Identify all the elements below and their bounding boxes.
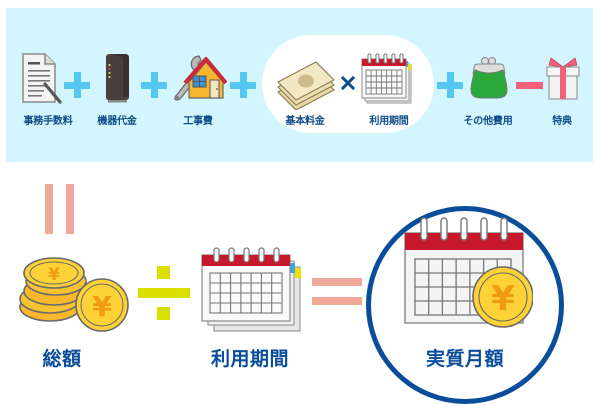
plus-operator xyxy=(141,72,167,98)
item-label-usage-period: 利用期間 xyxy=(369,116,409,127)
item-label-construction-fee: 工事費 xyxy=(183,116,213,127)
item-label-office-fee: 事務手数料 xyxy=(23,116,73,127)
item-label-device-cost: 機器代金 xyxy=(97,116,137,127)
equals-vertical-operator xyxy=(66,184,74,234)
coin-purse-icon xyxy=(467,56,511,100)
item-label-usage-period-bottom: 利用期間 xyxy=(210,348,290,370)
plus-operator xyxy=(230,72,256,98)
svg-text:¥: ¥ xyxy=(491,279,515,319)
svg-text:¥: ¥ xyxy=(92,290,112,323)
item-label-basic-fee: 基本料金 xyxy=(285,116,325,127)
svg-text:¥: ¥ xyxy=(48,265,60,285)
banknotes-icon xyxy=(276,58,336,110)
divide-operator xyxy=(157,307,170,320)
calendar-icon xyxy=(361,53,417,105)
equals-operator xyxy=(312,297,362,305)
item-label-total: 総額 xyxy=(42,348,82,370)
document-icon xyxy=(21,52,63,104)
gift-icon xyxy=(545,55,581,101)
plus-operator xyxy=(437,72,463,98)
yen-coins-icon: ¥ ¥ xyxy=(16,255,130,335)
divide-operator xyxy=(157,266,170,279)
house-wrench-icon xyxy=(171,52,227,102)
item-label-other-costs: その他費用 xyxy=(463,116,513,127)
minus-operator xyxy=(516,82,543,89)
item-label-effective-monthly: 実質月額 xyxy=(425,348,505,370)
calendar-icon xyxy=(200,247,304,333)
calendar-yen-icon: ¥ xyxy=(403,217,533,329)
equals-operator xyxy=(312,278,362,286)
times-operator xyxy=(341,76,355,90)
item-label-benefits: 特典 xyxy=(552,116,572,127)
router-icon xyxy=(103,53,131,103)
equals-vertical-operator xyxy=(45,184,53,234)
plus-operator xyxy=(64,72,90,98)
divide-operator xyxy=(138,288,190,298)
